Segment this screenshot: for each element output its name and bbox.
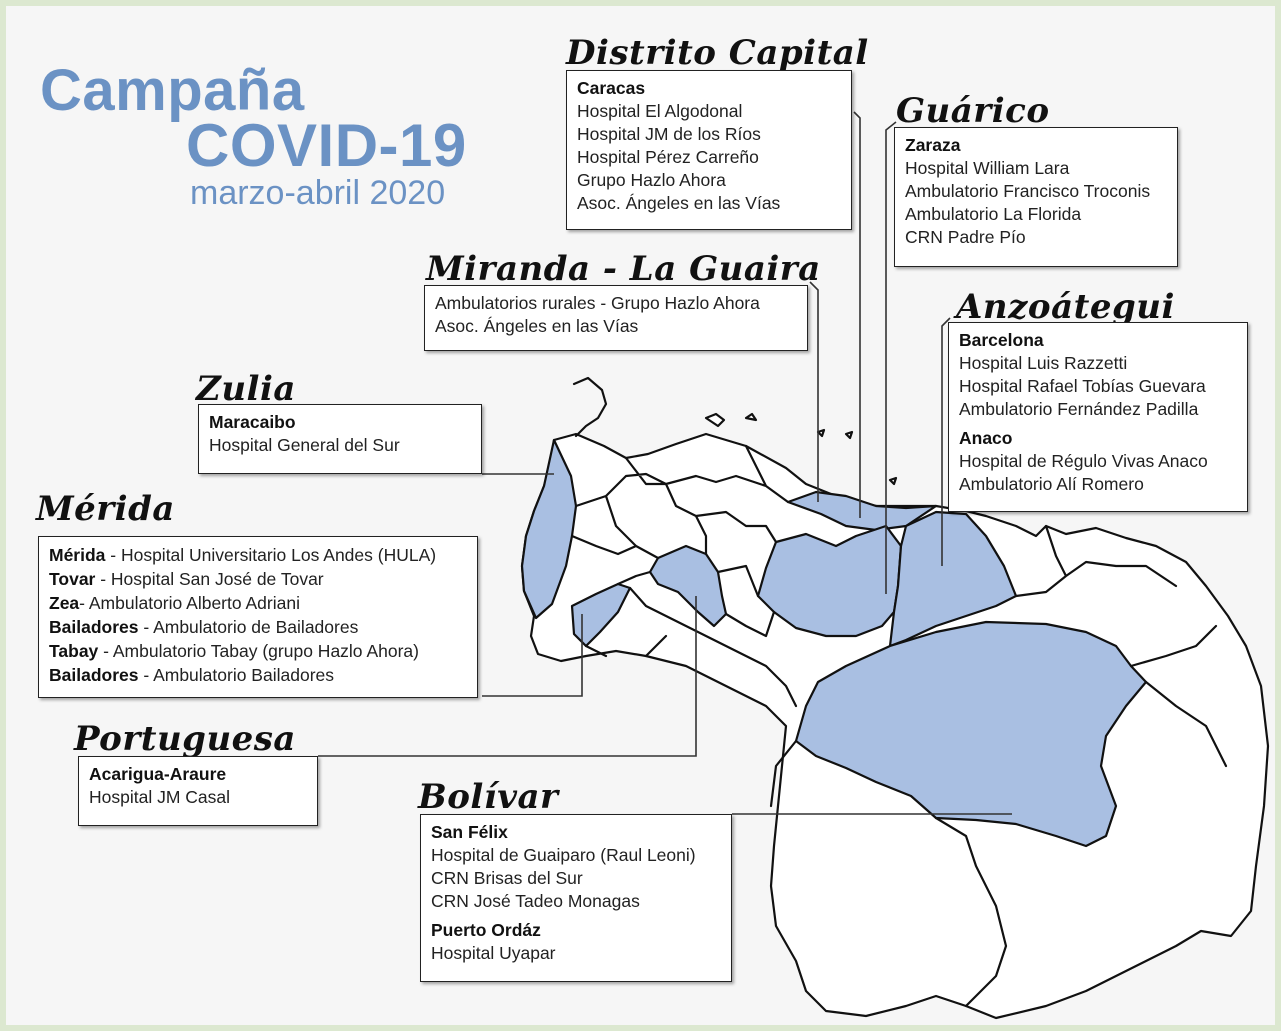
list-item: Tovar - Hospital San José de Tovar [49, 567, 467, 591]
leader-miranda [809, 281, 819, 502]
city-caracas: Caracas [577, 78, 646, 98]
state-portuguesa [648, 544, 728, 628]
place-name: Mérida [49, 545, 106, 565]
leader-anzoategui [941, 317, 951, 566]
place-detail: - Ambulatorio de Bailadores [138, 617, 359, 637]
list-item: Hospital JM Casal [89, 787, 231, 807]
list-item: Ambulatorio Alí Romero [959, 474, 1144, 494]
list-item: Ambulatorios rurales - Grupo Hazlo Ahora [435, 293, 760, 313]
list-item: Hospital Luis Razzetti [959, 353, 1128, 373]
city-barcelona: Barcelona [959, 330, 1044, 350]
campaign-title: Campaña [40, 58, 305, 123]
region-title-miranda: Miranda - La Guaira [426, 249, 821, 289]
place-detail: - Ambulatorio Tabay (grupo Hazlo Ahora) [98, 641, 419, 661]
list-item: Hospital General del Sur [209, 435, 400, 455]
list-item: CRN Brisas del Sur [431, 868, 583, 888]
city-maracaibo: Maracaibo [209, 412, 296, 432]
campaign-date-range: marzo-abril 2020 [190, 174, 446, 212]
island-6 [888, 476, 898, 486]
leader-merida [482, 614, 583, 697]
region-title-guarico: Guárico [896, 91, 1050, 131]
place-detail: - Ambulatorio Bailadores [138, 665, 335, 685]
leader-portuguesa [318, 596, 697, 757]
island-2 [744, 412, 758, 422]
campaign-title-covid: COVID-19 [186, 112, 467, 179]
venezuela-map [318, 111, 1270, 1020]
list-item: Hospital Pérez Carreño [577, 147, 759, 167]
info-box-miranda: Ambulatorios rurales - Grupo Hazlo Ahora… [424, 285, 808, 351]
place-detail: - Hospital San José de Tovar [95, 569, 324, 589]
place-name: Zea [49, 593, 80, 613]
list-item: Hospital de Régulo Vivas Anaco [959, 451, 1208, 471]
list-item: Bailadores - Ambulatorio Bailadores [49, 663, 467, 687]
state-guarico [756, 524, 903, 638]
info-box-portuguesa: Acarigua-Araure Hospital JM Casal [78, 756, 318, 826]
city-puerto-ordaz: Puerto Ordáz [431, 920, 541, 940]
list-item: CRN José Tadeo Monagas [431, 891, 640, 911]
list-item: Mérida - Hospital Universitario Los Ande… [49, 543, 467, 567]
info-box-zulia: Maracaibo Hospital General del Sur [198, 404, 482, 474]
list-item: Hospital Uyapar [431, 943, 556, 963]
guajira-outline [572, 376, 608, 438]
place-detail: - Hospital Universitario Los Andes (HULA… [105, 545, 437, 565]
list-item: Ambulatorio La Florida [905, 204, 1082, 224]
city-acarigua: Acarigua-Araure [89, 764, 227, 784]
list-item: Ambulatorio Francisco Troconis [905, 181, 1151, 201]
state-borders [570, 444, 1228, 1008]
list-item: Hospital Rafael Tobías Guevara [959, 376, 1206, 396]
city-anaco: Anaco [959, 428, 1013, 448]
region-title-bolivar: Bolívar [418, 777, 559, 817]
region-title-portuguesa: Portuguesa [74, 719, 296, 759]
island-1 [704, 412, 726, 428]
city-san-felix: San Félix [431, 822, 508, 842]
leader-distrito-capital [853, 111, 861, 518]
region-title-merida: Mérida [36, 489, 175, 529]
list-item: Asoc. Ángeles en las Vías [435, 316, 639, 336]
list-item: Hospital William Lara [905, 158, 1070, 178]
state-miranda-capital [786, 490, 938, 532]
place-name: Tovar [49, 569, 96, 589]
list-item: Asoc. Ángeles en las Vías [577, 193, 781, 213]
list-item: Hospital de Guaiparo (Raul Leoni) [431, 845, 696, 865]
island-4 [844, 430, 854, 440]
list-item: Bailadores - Ambulatorio de Bailadores [49, 615, 467, 639]
place-detail: - Ambulatorio Alberto Adriani [79, 593, 300, 613]
list-item: Tabay - Ambulatorio Tabay (grupo Hazlo A… [49, 639, 467, 663]
leader-guarico [885, 121, 897, 594]
place-name: Bailadores [49, 617, 139, 637]
list-item: Ambulatorio Fernández Padilla [959, 399, 1199, 419]
region-title-zulia: Zulia [196, 369, 296, 409]
list-item: Hospital El Algodonal [577, 101, 743, 121]
list-item: CRN Padre Pío [905, 227, 1026, 247]
list-item: Zea- Ambulatorio Alberto Adriani [49, 591, 467, 615]
state-bolivar [794, 620, 1148, 848]
place-name: Bailadores [49, 665, 139, 685]
info-box-bolivar: San Félix Hospital de Guaiparo (Raul Leo… [420, 814, 732, 982]
info-box-merida: Mérida - Hospital Universitario Los Ande… [38, 536, 478, 698]
info-box-guarico: Zaraza Hospital William Lara Ambulatorio… [894, 127, 1178, 267]
state-anzoategui [888, 510, 1018, 648]
infographic-canvas: Campaña COVID-19 marzo-abril 2020 Distri… [6, 6, 1275, 1025]
region-title-distrito-capital: Distrito Capital [566, 33, 869, 73]
region-title-anzoategui: Anzoátegui [956, 287, 1175, 327]
info-box-distrito-capital: Caracas Hospital El Algodonal Hospital J… [566, 70, 852, 230]
city-zaraza: Zaraza [905, 135, 961, 155]
list-item: Grupo Hazlo Ahora [577, 170, 726, 190]
island-3 [816, 428, 826, 438]
list-item: Hospital JM de los Ríos [577, 124, 761, 144]
state-merida [570, 582, 632, 648]
info-box-anzoategui: Barcelona Hospital Luis Razzetti Hospita… [948, 322, 1248, 512]
place-name: Tabay [49, 641, 99, 661]
